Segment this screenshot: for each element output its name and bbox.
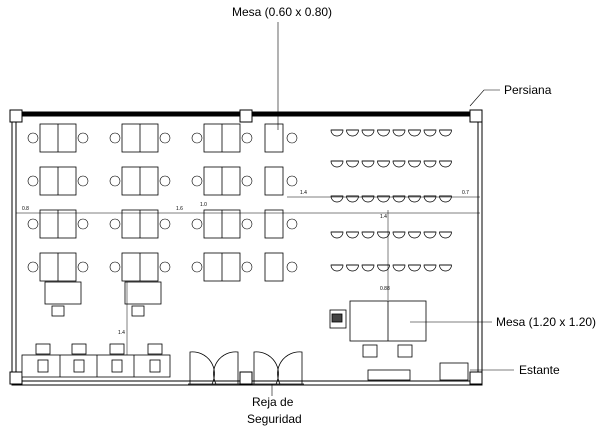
leaders xyxy=(271,22,514,396)
auditorium-seats xyxy=(330,129,452,272)
seat xyxy=(361,129,375,137)
dim-d4: 1.4 xyxy=(300,190,307,196)
chair xyxy=(109,261,121,273)
seat xyxy=(423,264,437,272)
chair xyxy=(77,175,89,187)
chair xyxy=(77,218,89,230)
teacher-desks xyxy=(44,281,162,317)
seat xyxy=(330,160,344,168)
seat xyxy=(408,264,421,272)
seat xyxy=(346,264,359,272)
chair xyxy=(109,132,121,144)
columns xyxy=(9,109,483,385)
chair xyxy=(286,132,298,144)
chair xyxy=(241,175,253,187)
seat xyxy=(377,129,390,137)
dim-d8: 1.4 xyxy=(118,330,125,336)
single-table xyxy=(264,123,284,153)
chair xyxy=(191,261,203,273)
label-reja-line2: Seguridad xyxy=(247,412,302,426)
large-table xyxy=(329,300,427,358)
chair xyxy=(286,218,298,230)
chair xyxy=(27,218,39,230)
dimension-text: 0.8 1.6 1.0 1.4 0.7 1.4 0.88 1.4 xyxy=(22,190,469,336)
single-table xyxy=(264,166,284,196)
seat xyxy=(408,160,421,168)
chair xyxy=(77,132,89,144)
seat xyxy=(439,264,452,272)
label-mesa-small: Mesa (0.60 x 0.80) xyxy=(232,5,332,19)
chair xyxy=(159,261,171,273)
dim-d3: 1.0 xyxy=(200,202,207,208)
label-mesa-large: Mesa (1.20 x 1.20) xyxy=(496,315,596,329)
chair xyxy=(27,261,39,273)
chair xyxy=(109,175,121,187)
chair xyxy=(286,175,298,187)
seat xyxy=(330,264,344,272)
seat xyxy=(423,129,437,137)
seat xyxy=(377,160,390,168)
label-estante: Estante xyxy=(519,363,560,377)
dim-d1: 0.8 xyxy=(22,206,29,212)
chairs xyxy=(27,132,298,273)
seat xyxy=(392,231,406,239)
dim-d2: 1.6 xyxy=(176,206,183,212)
chair xyxy=(77,261,89,273)
seat xyxy=(377,231,390,239)
seat xyxy=(423,160,437,168)
chair xyxy=(286,261,298,273)
seat xyxy=(361,264,375,272)
seat xyxy=(392,160,406,168)
chair xyxy=(159,175,171,187)
dim-d6: 1.4 xyxy=(380,214,387,220)
seat xyxy=(423,231,437,239)
seat xyxy=(346,160,359,168)
chair xyxy=(191,175,203,187)
dim-d5: 0.7 xyxy=(462,190,469,196)
security-gate xyxy=(188,351,304,385)
seat xyxy=(346,231,359,239)
seat xyxy=(361,160,375,168)
chair xyxy=(27,132,39,144)
seat xyxy=(408,231,421,239)
seat xyxy=(439,231,452,239)
small-tables xyxy=(39,123,284,282)
seat xyxy=(439,129,452,137)
chair xyxy=(159,132,171,144)
seat xyxy=(361,231,375,239)
seat xyxy=(408,129,421,137)
dim-d7: 0.88 xyxy=(380,286,390,292)
chair xyxy=(159,218,171,230)
chair xyxy=(27,175,39,187)
chair xyxy=(241,132,253,144)
shelf xyxy=(367,362,469,381)
seat xyxy=(377,264,390,272)
bottom-workstations xyxy=(21,343,171,378)
seat xyxy=(330,129,344,137)
chair xyxy=(191,132,203,144)
chair xyxy=(109,218,121,230)
chair xyxy=(241,261,253,273)
seat xyxy=(330,231,344,239)
label-reja-line1: Reja de xyxy=(252,395,294,409)
dimension-lines xyxy=(16,196,480,355)
chair xyxy=(191,218,203,230)
single-table xyxy=(264,209,284,239)
seat xyxy=(346,129,359,137)
chair xyxy=(241,218,253,230)
seat xyxy=(439,160,452,168)
single-table xyxy=(264,252,284,282)
label-persiana: Persiana xyxy=(504,83,552,97)
seat xyxy=(392,264,406,272)
seat xyxy=(392,129,406,137)
